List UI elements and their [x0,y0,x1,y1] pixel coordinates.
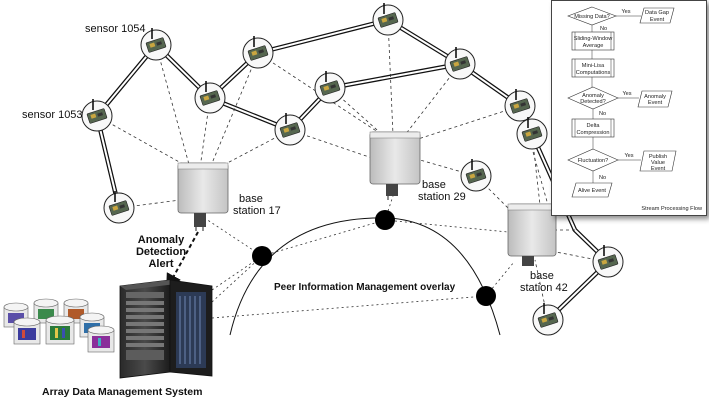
alert-arrow [166,231,199,291]
overlay-peer-node [252,246,272,266]
base-station-42 [507,203,557,266]
database-cylinder [45,315,75,345]
flow-anomaly-event [637,90,673,108]
base-station-17 [177,162,229,231]
flow-text-yes-3: Yes [624,153,633,159]
sensor-1053-label: sensor 1053 [22,109,83,121]
flow-text-publish-3: Event [651,166,666,172]
database-cylinder [13,317,41,345]
flow-text-yes-2: Yes [622,91,631,97]
base-station-17-label-line2: station 17 [233,205,281,217]
flow-text-fluct: Fluctuation? [578,158,608,164]
flow-text-data-gap-1: Data Gap [645,10,669,16]
anomaly-alert-label: Anomaly Detection Alert [128,234,194,270]
flow-publish-event [639,150,677,172]
flow-text-delta-2: Compression [577,130,610,136]
flow-text-anomaly-q2: Detected? [580,99,606,105]
sensor-node [372,2,404,36]
sensor-node [516,116,548,150]
flow-text-anomaly-q1: Anomaly [582,93,604,99]
sensor-1054-label: sensor 1054 [85,23,146,35]
flow-text-alive: Alive Event [578,188,606,194]
flow-sliding-window [571,31,615,51]
overlay-peer-node [375,210,395,230]
anomaly-alert-line3: Alert [148,258,174,270]
base-station-42-label-line1: base [530,270,554,282]
anomaly-alert-line2: Detection [135,246,187,258]
base-station-42-label: base station 42 [520,270,568,294]
base-station-29-label-line1: base [422,179,446,191]
overlay-label: Peer Information Management overlay [274,282,456,293]
system-label: Array Data Management System [42,386,203,398]
flow-text-yes-1: Yes [621,9,630,15]
flow-text-sliding-2: Average [583,43,604,49]
flowchart-graphic: Missing Data? Yes No Data Gap Event Slid… [567,6,703,212]
flow-text-no-3: No [599,175,606,181]
flow-alive-event [571,182,613,198]
base-station-29-label: base station 29 [418,179,466,203]
anomaly-alert-line1: Anomaly [137,234,185,246]
flow-text-anomaly-ev1: Anomaly [644,94,666,100]
overlay-peer-node [476,286,496,306]
base-station-17-label: base station 17 [233,193,281,217]
database-cylinder [87,325,115,353]
flow-text-delta-1: Delta [586,123,600,129]
sensor-node [242,35,274,69]
flow-text-missing-data: Missing Data? [574,14,609,20]
server-rack [119,279,213,379]
base-station-42-label-line2: station 42 [520,282,568,294]
base-station-29-label-line2: station 29 [418,191,466,203]
flow-text-minilisa-2: Computations [576,70,611,76]
sensor-node [103,190,135,224]
flow-text-minilisa-1: Mini-Lisa [582,63,605,69]
flow-text-publish-2: Value [651,160,665,166]
base-station-17-label-line1: base [239,193,263,205]
flow-text-anomaly-ev2: Event [648,100,663,106]
flow-text-no-2: No [599,111,606,117]
flow-text-sliding-1: Sliding-Window [574,36,614,42]
flow-text-no-1: No [600,26,607,32]
sensor-node [444,46,476,80]
sensor-node [314,70,346,104]
flowchart-title: Stream Processing Flow [641,206,703,212]
flow-mini-lisa [571,58,615,78]
stream-processing-flowchart: Missing Data? Yes No Data Gap Event Slid… [551,0,707,216]
sensor-node [504,88,536,122]
overlay-nodes [252,210,496,306]
flow-data-gap-event [639,7,675,24]
flow-text-data-gap-2: Event [650,17,665,23]
database-cluster [3,298,115,353]
flow-text-publish-1: Publish [649,154,667,160]
base-station-29 [369,131,421,200]
